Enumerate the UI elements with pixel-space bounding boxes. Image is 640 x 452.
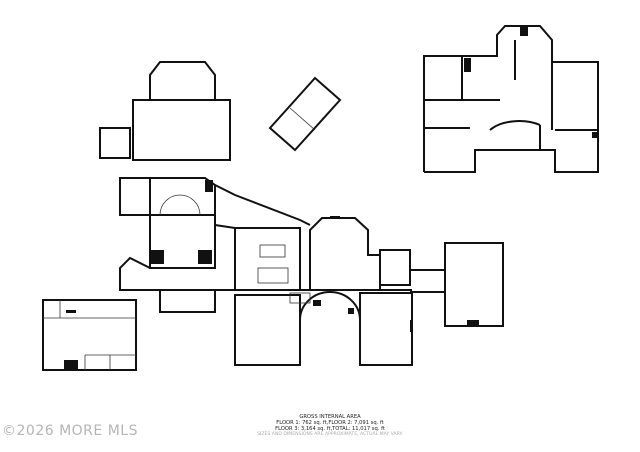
watermark: ©2026 MORE MLS	[2, 423, 138, 439]
stair-fragment	[268, 76, 342, 152]
gross-internal-area: GROSS INTERNAL AREA FLOOR 1: 762 sq. ft,…	[230, 414, 430, 432]
area-line-1: FLOOR 1: 762 sq. ft,FLOOR 2: 7,091 sq. f…	[276, 420, 384, 426]
disclaimer: SIZES AND DIMENSIONS ARE APPROXIMATE, AC…	[257, 432, 403, 437]
area-line-2: FLOOR 3: 3,164 sq. ft,TOTAL: 11,017 sq. …	[275, 426, 385, 432]
floor-3-plan	[423, 25, 599, 173]
floor-2-plan	[99, 61, 504, 366]
floor-1-plan	[42, 299, 137, 371]
area-heading: GROSS INTERNAL AREA	[299, 414, 361, 420]
